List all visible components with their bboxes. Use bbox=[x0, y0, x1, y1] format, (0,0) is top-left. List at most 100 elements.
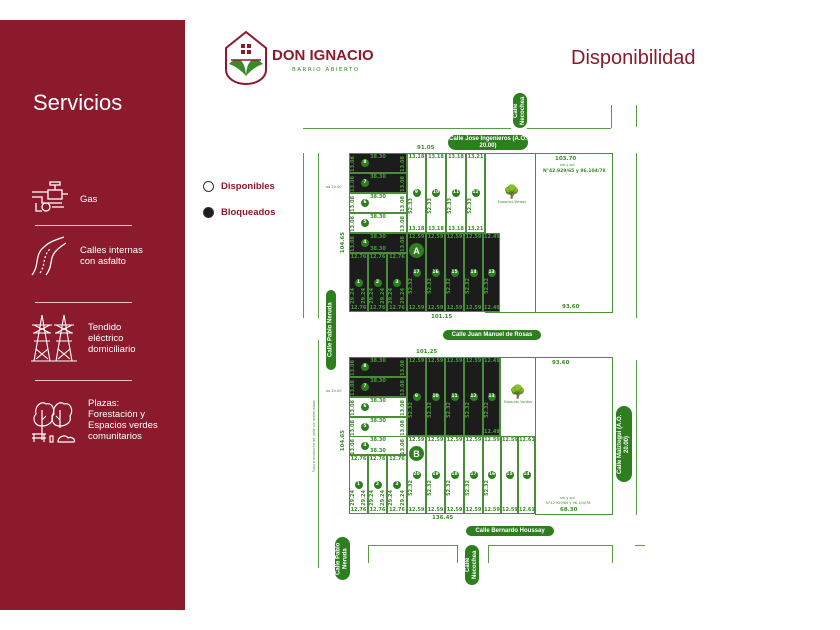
block-b-ao-label: ao 20.00 bbox=[326, 389, 342, 393]
lot-side-dim: 29.24 bbox=[388, 489, 394, 506]
legend-blocked: Bloqueados bbox=[203, 207, 275, 218]
lot-front-dim: 12.49 bbox=[484, 234, 500, 240]
block-b-parcel-bottom-dim: 68.30 bbox=[560, 507, 578, 513]
lot-side-dim: 29.24 bbox=[388, 287, 394, 304]
power-tower-icon bbox=[31, 314, 77, 362]
legend-available: Disponibles bbox=[203, 181, 275, 192]
lot-number-badge: 13 bbox=[487, 268, 496, 277]
lot-number-badge: 7 bbox=[361, 383, 369, 391]
lot-side-dim: 29.24 bbox=[380, 287, 386, 304]
lot-side-dim: 52.33 bbox=[467, 198, 473, 214]
lot-back-dim: 12.76 bbox=[389, 507, 405, 513]
brand-name: DON IGNACIO bbox=[272, 47, 374, 64]
lot-side-dim: 29.24 bbox=[400, 489, 406, 506]
lot-side-dim: 52.32 bbox=[427, 277, 433, 294]
block-b-parcel bbox=[535, 357, 613, 515]
street-bernardo-houssay: Calle Bernardo Houssay bbox=[466, 526, 554, 536]
lot-back-dim: 12.59 bbox=[465, 507, 482, 513]
lot-side-dim: 52.32 bbox=[408, 277, 414, 294]
lot-number-badge: 5 bbox=[361, 423, 369, 431]
lot-back-dim: 12.59 bbox=[446, 305, 463, 311]
block-a-parcel bbox=[535, 153, 613, 313]
lot-number-badge: 8 bbox=[361, 363, 369, 371]
lot-side-dim: 52.32 bbox=[408, 401, 414, 418]
lot-number-badge: 8 bbox=[361, 159, 369, 167]
lot-back-dim: 12.59 bbox=[408, 305, 425, 311]
available-swatch-icon bbox=[203, 181, 214, 192]
lot-front-dim: 38.30 bbox=[370, 418, 386, 424]
block-b-left-dim: 104.65 bbox=[340, 430, 346, 452]
green-space-text: Espacios Verdes bbox=[497, 200, 527, 204]
lot-number-badge: 3 bbox=[393, 480, 401, 489]
lot-front-dim: 13.18 bbox=[448, 154, 464, 160]
lot-side-dim: 13.08 bbox=[350, 400, 356, 416]
lot-number-badge: 5 bbox=[361, 219, 369, 227]
block-b-badge: B bbox=[409, 446, 424, 461]
lot-side-dim: 13.08 bbox=[350, 236, 356, 252]
lot-side-dim: 13.08 bbox=[400, 360, 406, 376]
street-pablo-neruda: Calle Pablo Neruda bbox=[326, 290, 336, 370]
lot-number-badge: 15 bbox=[450, 268, 459, 277]
lot-back-dim: 12.59 bbox=[408, 507, 425, 513]
lot-number-badge: 16 bbox=[431, 268, 440, 277]
lot-number-badge: 17 bbox=[412, 268, 421, 277]
block-a-left-dim: 104.65 bbox=[340, 232, 346, 254]
block-a-badge: A bbox=[409, 243, 424, 258]
lot-front-dim: 12.76 bbox=[389, 456, 405, 462]
block-b-parcel-ref: N°42.929/65 y 96.104/78 bbox=[546, 501, 591, 505]
lot-side-dim: 29.24 bbox=[380, 489, 386, 506]
lot-side-dim: 13.08 bbox=[350, 156, 356, 172]
lot-back-dim: 12.59 bbox=[446, 507, 463, 513]
lot-side-dim: 52.32 bbox=[446, 277, 452, 294]
service-roads-label: Calles internas con asfalto bbox=[80, 245, 143, 267]
brand-subtitle: BARRIO ABIERTO bbox=[292, 67, 360, 73]
lot-number-badge: 7 bbox=[361, 179, 369, 187]
lot-number-badge: 1 bbox=[354, 480, 363, 489]
lot-front-dim: 12.59 bbox=[408, 234, 425, 240]
service-roads: Calles internas con asfalto bbox=[30, 235, 170, 277]
legend-available-label: Disponibles bbox=[221, 181, 275, 192]
street-maiztegui: Calle Maiztegui (A.O. 20.00) bbox=[616, 406, 632, 482]
street-line bbox=[303, 153, 304, 318]
lot-front-dim: 38.30 bbox=[370, 378, 386, 384]
lot-side-dim: 52.32 bbox=[446, 480, 452, 496]
lot-number-badge: 2 bbox=[373, 278, 382, 287]
don-ignacio-logo-icon bbox=[225, 30, 267, 85]
lot-number-badge: 6 bbox=[361, 199, 369, 207]
